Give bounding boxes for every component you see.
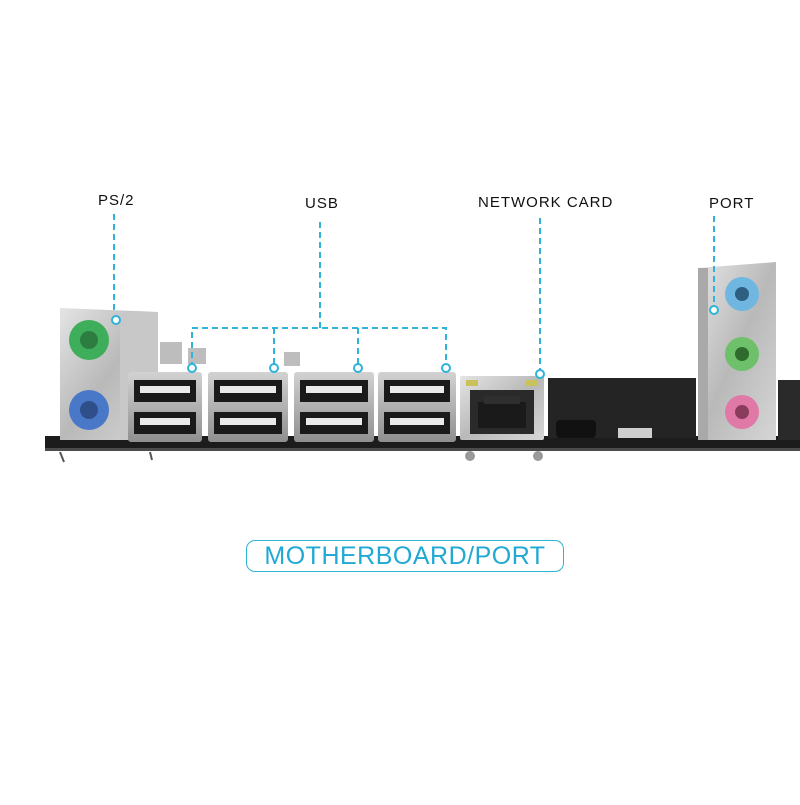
usb-stack-2 (208, 372, 288, 442)
usb-stack-4 (378, 372, 456, 442)
network-card-label: NETWORK CARD (478, 194, 614, 211)
usb-stack-1 (128, 372, 202, 442)
title-text: MOTHERBOARD/PORT (264, 541, 546, 570)
callout-lines (113, 214, 715, 374)
usb-label: USB (305, 195, 339, 212)
title-banner: MOTHERBOARD/PORT (246, 540, 564, 572)
port-label: PORT (709, 195, 755, 212)
audio-port-block (698, 262, 776, 440)
motherboard-edge (45, 378, 800, 463)
usb-stack-3 (294, 372, 374, 442)
usb-callout-bracket (191, 327, 447, 368)
callout-dots (111, 305, 719, 379)
ps2-label: PS/2 (98, 192, 135, 209)
network-port (460, 376, 544, 440)
usb-port-block (128, 342, 456, 442)
